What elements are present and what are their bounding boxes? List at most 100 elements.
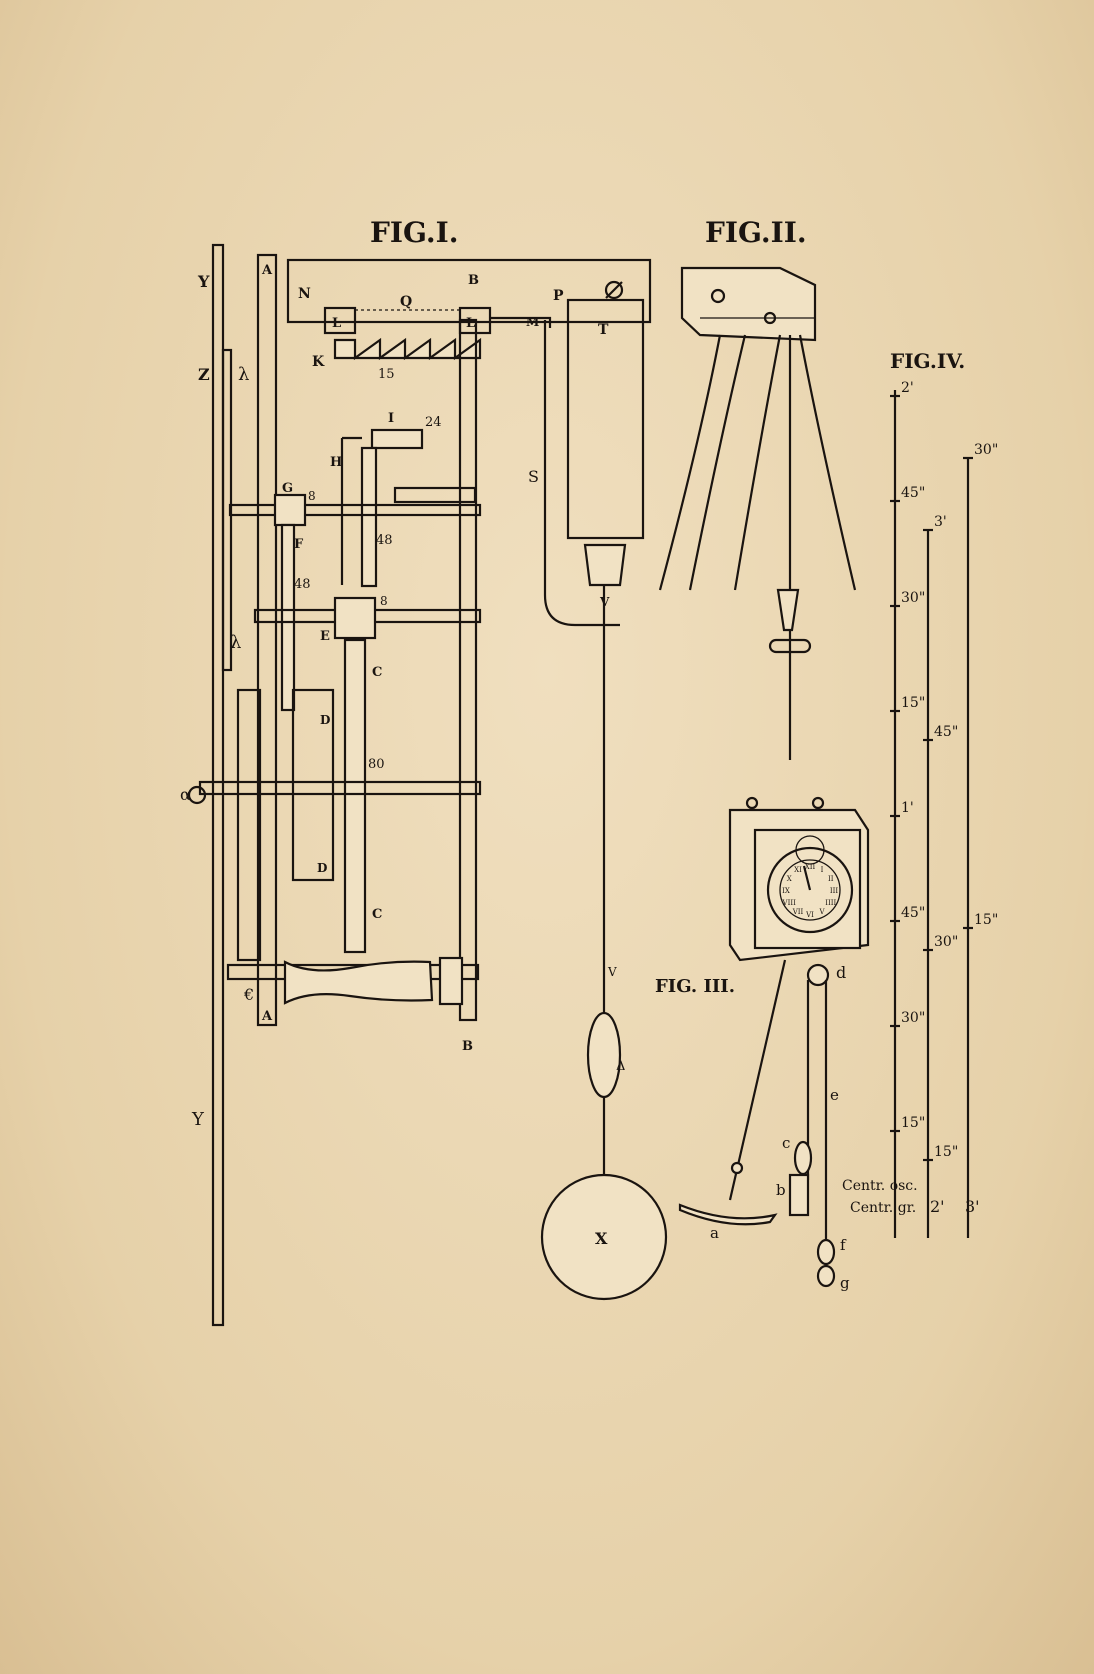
label-l-left: L <box>332 316 341 331</box>
label-15: 15 <box>378 367 395 382</box>
shaft-b <box>458 318 478 1022</box>
rod-y <box>211 243 225 1327</box>
label-l-right: L <box>466 316 475 331</box>
label-x: X <box>595 1229 608 1248</box>
label-8-g: 8 <box>308 489 316 503</box>
label-y: Y <box>197 272 210 291</box>
scale-mark-label: 30" <box>934 934 958 950</box>
label-8-e: 8 <box>380 594 388 608</box>
dial-strip <box>236 688 262 962</box>
scale-mark-label: 15" <box>974 912 998 928</box>
label-e: e <box>830 1086 839 1104</box>
label-b: b <box>776 1181 786 1199</box>
label-s2: 2' <box>930 1197 945 1216</box>
label-b-top: B <box>468 273 479 288</box>
dial-numeral: VIII <box>782 899 797 907</box>
scale-2-marks: 3'45"30"15" <box>923 514 958 1162</box>
label-i: I <box>388 411 394 426</box>
scale-mark-label: 2' <box>901 380 914 396</box>
figure-4: FIG.IV. 2'45"30"15"1'45"30"15" 3'45"30"1… <box>842 349 998 1238</box>
label-n: N <box>298 286 311 302</box>
plate-a <box>256 253 278 1027</box>
scale-3-marks: 30" 15" <box>963 442 998 930</box>
label-f: F <box>294 537 304 552</box>
label-a-top: A <box>261 263 273 278</box>
scale-mark-label: 30" <box>901 1010 925 1026</box>
label-y-bottom: Y <box>191 1109 205 1130</box>
scale-mark-label: 15" <box>934 1144 958 1160</box>
dial-numeral: VII <box>792 908 804 916</box>
label-g: g <box>840 1274 850 1292</box>
label-epsilon: € <box>243 985 254 1004</box>
figure-1: FIG.I. Y Z λ λ Y A A N B P L L Q M K 15 <box>180 216 668 1327</box>
cycloid-cheek-left <box>658 334 747 591</box>
fig3-pendulum-rod <box>728 959 787 1201</box>
label-48-h: 48 <box>376 533 393 548</box>
pendulum-bob-x <box>540 1173 668 1301</box>
label-f: f <box>840 1236 847 1254</box>
cycloid-cheek-right <box>733 334 857 591</box>
turned-pillar <box>283 960 434 1005</box>
label-24: 24 <box>425 415 442 430</box>
dial-numeral: I <box>821 866 824 874</box>
suspension-cheeks <box>583 543 627 587</box>
label-alpha: α <box>180 785 191 804</box>
dial-numeral: XII <box>805 863 816 871</box>
cycloid-cheeks-block <box>680 266 817 342</box>
dial-numeral: IIII <box>825 899 836 907</box>
label-delta: Δ <box>616 1059 625 1074</box>
label-v-lower: V <box>607 965 617 979</box>
label-a: a <box>710 1224 719 1242</box>
wheel-h <box>360 446 378 588</box>
arbor-alpha <box>198 780 482 796</box>
crutch-s <box>543 320 620 627</box>
arbor-g <box>228 503 482 517</box>
scale-1-marks: 2' 45" 30" 15" 1' 45" 30" 15" <box>890 380 925 1133</box>
label-centr-osc: Centr. osc. <box>842 1178 918 1194</box>
dial-numeral: III <box>830 887 839 895</box>
pallet-l-left <box>323 306 357 335</box>
scale-mark-label: 1' <box>901 800 914 816</box>
rack-d <box>291 688 335 882</box>
label-g: G <box>282 481 293 496</box>
pinion-e <box>333 596 377 640</box>
label-k: K <box>312 354 325 370</box>
label-lambda-mid: λ <box>230 632 241 653</box>
label-centr-gr: Centr. gr. <box>850 1200 916 1216</box>
block-t <box>566 298 645 540</box>
label-c-upper: C <box>372 665 382 680</box>
knob-alpha <box>187 785 207 805</box>
wheel-i <box>370 428 424 450</box>
label-d: d <box>836 963 846 982</box>
scale-mark-label: 30" <box>974 442 998 458</box>
label-d-top: D <box>320 713 330 727</box>
crown-wheel-k <box>333 337 482 361</box>
label-t: T <box>598 322 609 338</box>
label-c: c <box>782 1134 790 1152</box>
wheel-c <box>343 638 367 954</box>
label-a-bottom: A <box>261 1009 273 1024</box>
scale-mark-label: 45" <box>901 905 925 921</box>
block-epsilon <box>393 486 477 504</box>
fig3-title: FIG. III. <box>655 976 735 997</box>
weight-b <box>788 1173 810 1217</box>
scale-mark-label: 15" <box>901 1115 925 1131</box>
fig1-title: FIG.I. <box>370 216 458 249</box>
dial-numeral: VI <box>805 911 814 919</box>
dial-numeral: V <box>818 908 825 916</box>
scale-mark-label: 3' <box>934 514 947 530</box>
label-c-lower: C <box>372 907 382 922</box>
scale-mark-label: 30" <box>901 590 925 606</box>
figure-2: FIG.II. <box>658 216 857 760</box>
label-80: 80 <box>368 757 385 772</box>
label-p: P <box>553 288 564 304</box>
slide-weight <box>586 1011 622 1099</box>
dial-numeral: II <box>828 875 834 883</box>
scale-mark-label: 15" <box>901 695 925 711</box>
scale-mark-label: 45" <box>901 485 925 501</box>
pinion-g <box>273 493 307 527</box>
screw-icon <box>604 280 624 300</box>
